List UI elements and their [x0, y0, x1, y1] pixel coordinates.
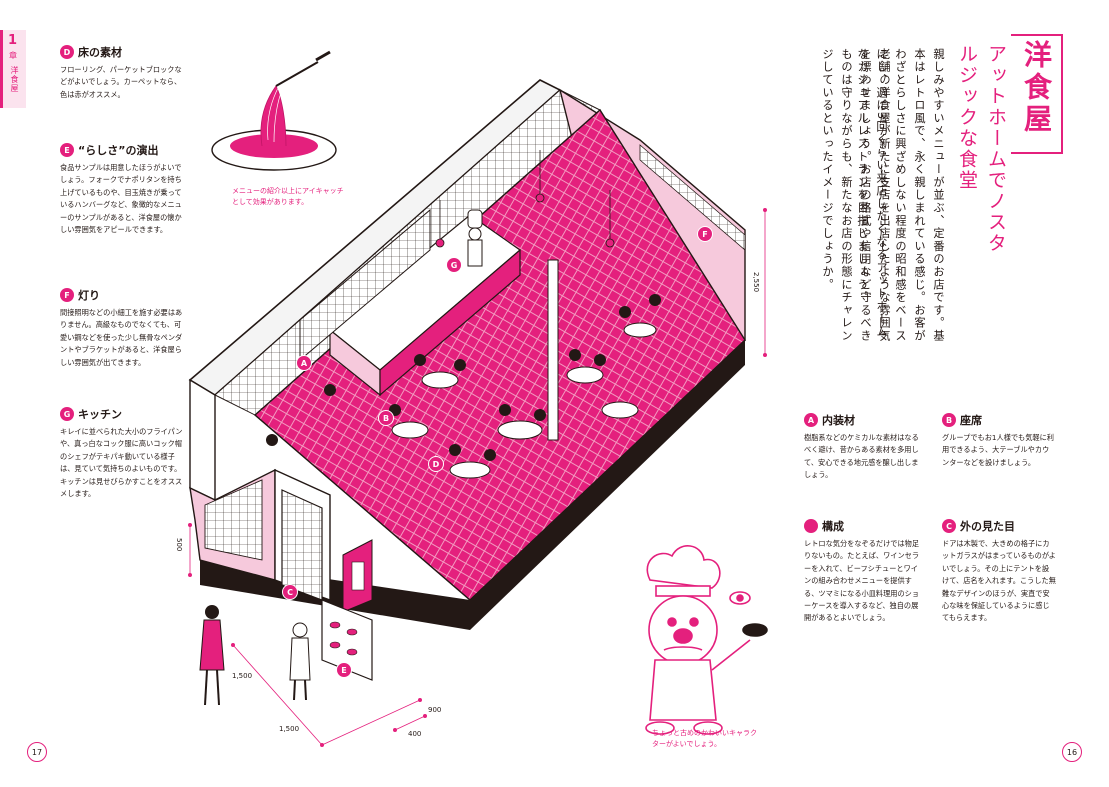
marker-c: C [282, 584, 298, 600]
section-body: フローリング、パーケットブロックなどがよいでしょう。カーペットなら、色は赤がオス… [60, 65, 182, 99]
section-kitchen: G キッチン キレイに並べられた大小のフライパンや、真っ白なコック服に高いコック帽… [60, 406, 186, 500]
chapter-tab [0, 30, 26, 108]
page-title: 洋食屋 [1020, 40, 1053, 136]
marker-g: G [446, 257, 462, 273]
section-body: 食品サンプルは用意したほうがよいでしょう。フォークでナポリタンを持ち上げているも… [60, 163, 182, 235]
section-body: 樹脂系などのケミカルな素材はなるべく避け、昔からある素材を多用して、安心できる地… [804, 433, 919, 480]
pasta-caption: メニューの紹介以上にアイキャッチとして効果があります。 [232, 187, 344, 206]
badge-a: A [804, 413, 818, 427]
page-subtitle: アットホームでノスタルジックな食堂 [956, 44, 1007, 254]
dim-900: 900 [428, 706, 442, 714]
dim-2550: 2,550 [752, 272, 760, 293]
page-number-right: 16 [1062, 742, 1082, 762]
badge-f: F [60, 288, 74, 302]
page-number-left: 17 [27, 742, 47, 762]
dim-400: 400 [408, 730, 422, 738]
chapter-unit: 章 [9, 51, 17, 60]
kitchen-chef [467, 209, 483, 267]
section-body: 間接照明などの小細工を施す必要はありません。高級なものでなくても、可愛い鋼などを… [60, 308, 183, 367]
marker-d: D [428, 456, 444, 472]
section-floor-material: D 床の素材 フローリング、パーケットブロックなどがよいでしょう。カーペットなら、… [60, 44, 186, 101]
marker-f: F [697, 226, 713, 242]
dimension-lines [187, 207, 768, 748]
section-seating: B 座席 グループでもお1人様でも気軽に利用できるよう、大テーブルやカウンターなど… [942, 412, 1056, 469]
pasta-illustration [211, 50, 337, 171]
section-title: 内装材 [822, 414, 855, 427]
section-body: レトロな気分をなぞるだけでは物足りないもの。たとえば、ワインセラーを入れて、ビー… [804, 539, 920, 623]
section-title: 座席 [960, 414, 982, 427]
badge-c: C [942, 519, 956, 533]
section-title: “らしさ”の演出 [78, 144, 159, 157]
marker-b: B [378, 410, 394, 426]
chef-caption: ちょっと古めのかわいいキャラクターがよいでしょう。 [652, 729, 757, 748]
badge-g: G [60, 407, 74, 421]
chapter-number: 1 [8, 33, 18, 48]
chapter-name: 洋食屋 [10, 66, 19, 93]
intro-paragraph-2: 老舗の洋食屋が新たに支店を出店したような雰囲気を漂わせましょう。お店の格式や信用… [821, 48, 891, 343]
section-title: キッチン [78, 408, 122, 421]
dim-1500-b: 1,500 [279, 725, 300, 733]
section-body: ドアは木製で、大きめの格子にカットガラスがはまっているものがよいでしょう。その上… [942, 539, 1056, 623]
section-lighting: F 灯り 間接照明などの小細工を施す必要はありません。高級なものでなくても、可愛い… [60, 287, 186, 369]
section-title: 灯り [78, 289, 100, 302]
dim-500: 500 [175, 538, 183, 552]
dim-1500-a: 1,500 [232, 672, 253, 680]
section-body: キレイに並べられた大小のフライパンや、真っ白なコック服に高いコック帽のシェフがテ… [60, 427, 183, 499]
pedestrians [199, 605, 311, 706]
marker-a: A [296, 355, 312, 371]
section-body: グループでもお1人様でも気軽に利用できるよう、大テーブルやカウンターなどを設けま… [942, 433, 1054, 467]
section-interior: A 内装材 樹脂系などのケミカルな素材はなるべく避け、昔からある素材を多用して、安… [804, 412, 922, 482]
section-exterior: C 外の見た目 ドアは木製で、大きめの格子にカットガラスがはまっているものがよいで… [942, 518, 1056, 625]
section-title: 構成 [822, 520, 844, 533]
badge-d: D [60, 45, 74, 59]
section-composition: 構成 レトロな気分をなぞるだけでは物足りないもの。たとえば、ワインセラーを入れて… [804, 518, 922, 625]
marker-e: E [336, 662, 352, 678]
badge-dot [804, 519, 818, 533]
intro-paragraph-1: 親しみやすいメニューが並ぶ、定番のお店です。基本はレトロ風で、永く親しまれている… [856, 48, 945, 343]
chef-mascot [645, 545, 768, 735]
section-title: 床の素材 [78, 46, 122, 59]
badge-e: E [60, 143, 74, 157]
section-authenticity: E “らしさ”の演出 食品サンプルは用意したほうがよいでしょう。フォークでナポリタ… [60, 142, 186, 236]
shop-floorplan [188, 79, 746, 681]
title-frame [1011, 34, 1063, 154]
section-title: 外の見た目 [960, 520, 1015, 533]
badge-b: B [942, 413, 956, 427]
